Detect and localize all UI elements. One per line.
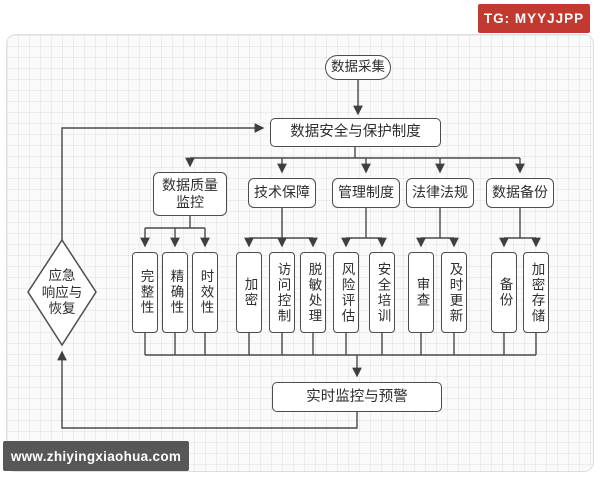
leaf-node-encrypted-storage: 加密存储 xyxy=(523,252,549,333)
tg-channel-badge-label: TG: MYYJJPP xyxy=(483,11,585,26)
start-node-label: 数据采集 xyxy=(331,59,385,75)
leaf-node-encryption: 加密 xyxy=(236,252,262,333)
bus-tech xyxy=(249,208,313,239)
leaf-node-risk-assessment: 风险评估 xyxy=(333,252,359,333)
bus-management xyxy=(346,208,382,239)
category-quality-label: 数据质量监控 xyxy=(162,176,218,211)
emergency-line-2: 响应与 xyxy=(41,284,83,300)
category-tech-label: 技术保障 xyxy=(254,184,310,201)
leaf-node-desensitization: 脱敏处理 xyxy=(300,252,326,333)
category-backup-label: 数据备份 xyxy=(492,184,548,201)
monitor-node-label: 实时监控与预警 xyxy=(306,388,408,405)
site-watermark: www.zhiyingxiaohua.com xyxy=(3,441,189,471)
leaf-node-completeness: 完整性 xyxy=(132,252,158,333)
category-node-management: 管理制度 xyxy=(332,178,400,208)
start-node: 数据采集 xyxy=(325,55,391,80)
arrow-emergency-to-policy xyxy=(61,123,265,240)
category-node-tech: 技术保障 xyxy=(248,178,316,208)
feedback-to-emergency xyxy=(57,350,358,429)
category-management-label: 管理制度 xyxy=(338,184,394,201)
category-legal-label: 法律法规 xyxy=(412,184,468,201)
leaf-node-accuracy: 精确性 xyxy=(162,252,188,333)
leaf-node-review: 审查 xyxy=(408,252,434,333)
emergency-diamond-shape xyxy=(27,238,97,347)
tg-channel-badge: TG: MYYJJPP xyxy=(478,4,590,33)
bus-legal xyxy=(421,208,454,239)
leaf-node-access-control: 访问控制 xyxy=(269,252,295,333)
policy-node-label: 数据安全与保护制度 xyxy=(290,124,421,141)
site-watermark-label: www.zhiyingxiaohua.com xyxy=(10,448,182,464)
monitor-node: 实时监控与预警 xyxy=(272,382,442,412)
category-node-backup: 数据备份 xyxy=(486,178,554,208)
leaf-node-security-training: 安全培训 xyxy=(369,252,395,333)
bus-backup xyxy=(504,208,536,239)
emergency-diamond-label: 应急 响应与 恢复 xyxy=(30,262,94,324)
bus-quality xyxy=(145,216,205,229)
category-node-legal: 法律法规 xyxy=(406,178,474,208)
leaf-node-timeliness: 时效性 xyxy=(192,252,218,333)
policy-node: 数据安全与保护制度 xyxy=(270,118,441,147)
leaf-node-timely-update: 及时更新 xyxy=(441,252,467,333)
leaf-drop-lines xyxy=(144,333,537,355)
category-node-quality: 数据质量监控 xyxy=(153,172,227,216)
emergency-line-3: 恢复 xyxy=(48,301,76,317)
emergency-line-1: 应急 xyxy=(48,267,76,283)
leaf-node-backup: 备份 xyxy=(491,252,517,333)
